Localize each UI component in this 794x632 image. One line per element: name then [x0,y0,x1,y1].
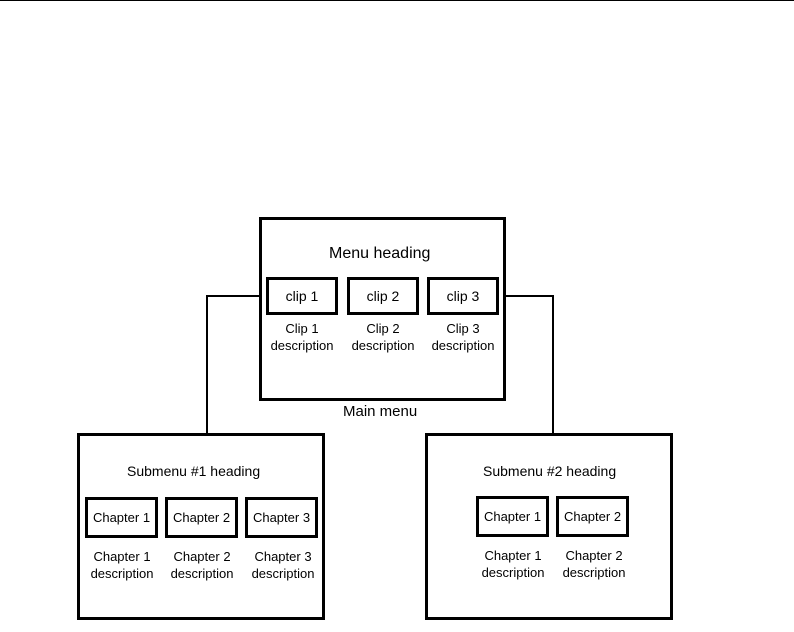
s2-ch1-desc-line2: description [481,565,545,580]
s1-ch2-desc-line2: description [170,566,234,581]
submenu-1-chapter-1-description: Chapter 1 description [80,548,164,582]
s2-ch2-desc-line2: description [562,565,626,580]
clip-2-desc-line2: description [351,338,415,353]
submenu-1-chapter-2-button[interactable]: Chapter 2 [165,497,238,538]
submenu-1-chapter-2-description: Chapter 2 description [160,548,244,582]
clip-3-button[interactable]: clip 3 [427,277,499,315]
main-menu-caption: Main menu [343,403,418,420]
s1-ch3-desc-line1: Chapter 3 [254,549,312,564]
s2-ch1-desc-line1: Chapter 1 [484,548,542,563]
submenu-2-chapter-2-description: Chapter 2 description [552,547,636,581]
connector-clip1-submenu1 [206,295,267,434]
s1-ch2-desc-line1: Chapter 2 [173,549,231,564]
clip-1-description: Clip 1 description [262,320,342,354]
submenu-2-heading: Submenu #2 heading [483,463,617,479]
clip-1-desc-line2: description [270,338,334,353]
top-rule [0,0,794,1]
clip-3-desc-line1: Clip 3 [446,321,480,336]
submenu-1-chapter-1-button[interactable]: Chapter 1 [85,497,158,538]
submenu-2-chapter-2-button[interactable]: Chapter 2 [556,496,629,537]
s1-ch3-desc-line2: description [251,566,315,581]
clip-1-desc-line1: Clip 1 [285,321,319,336]
s1-ch1-desc-line1: Chapter 1 [93,549,151,564]
submenu-2-chapter-1-button[interactable]: Chapter 1 [476,496,549,537]
submenu-1-heading: Submenu #1 heading [127,463,261,479]
clip-3-desc-line2: description [431,338,495,353]
submenu-1-chapter-3-button[interactable]: Chapter 3 [245,497,318,538]
clip-2-desc-line1: Clip 2 [366,321,400,336]
clip-1-button[interactable]: clip 1 [266,277,338,315]
clip-3-description: Clip 3 description [423,320,503,354]
s1-ch1-desc-line2: description [90,566,154,581]
submenu-1-chapter-3-description: Chapter 3 description [241,548,325,582]
clip-2-description: Clip 2 description [343,320,423,354]
s2-ch2-desc-line1: Chapter 2 [565,548,623,563]
submenu-2-chapter-1-description: Chapter 1 description [471,547,555,581]
main-menu-heading: Menu heading [329,245,431,262]
clip-2-button[interactable]: clip 2 [347,277,419,315]
submenu-2-box [425,433,673,620]
